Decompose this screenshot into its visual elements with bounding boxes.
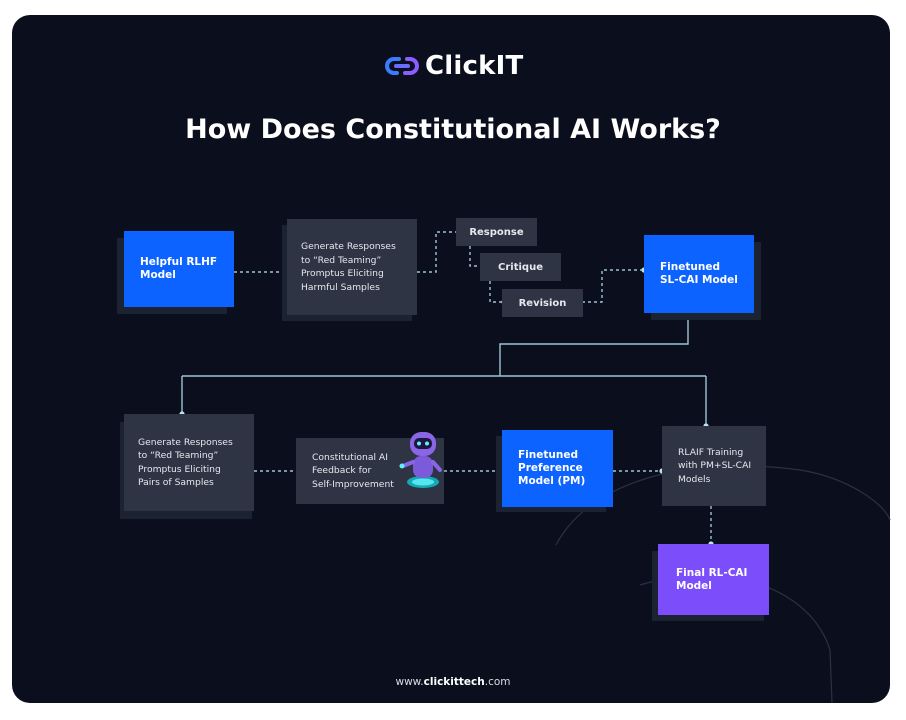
- page-title: How Does Constitutional AI Works?: [185, 114, 721, 145]
- footer-url[interactable]: www.clickittech.com: [395, 676, 511, 688]
- node-critique: Critique: [480, 253, 561, 281]
- node-revision: Revision: [502, 289, 583, 317]
- node-finetuned-preference-model: Finetuned Preference Model (PM): [502, 430, 613, 507]
- node-rlaif-training: RLAIF Training with PM+SL-CAI Models: [662, 426, 766, 506]
- node-generate-pairs-of-samples: Generate Responses to “Red Teaming” Prom…: [124, 414, 254, 511]
- node-generate-harmful-samples: Generate Responses to “Red Teaming” Prom…: [287, 219, 417, 315]
- node-final-rl-cai-model: Final RL-CAI Model: [658, 544, 769, 615]
- node-helpful-rlhf-model: Helpful RLHF Model: [124, 231, 234, 307]
- clickit-logo-icon: [385, 57, 419, 75]
- brand-logo: ClickIT: [385, 50, 523, 82]
- brand-name: ClickIT: [425, 51, 524, 81]
- node-response: Response: [456, 218, 537, 246]
- node-finetuned-sl-cai-model: Finetuned SL-CAI Model: [644, 235, 754, 313]
- robot-icon: [399, 432, 442, 488]
